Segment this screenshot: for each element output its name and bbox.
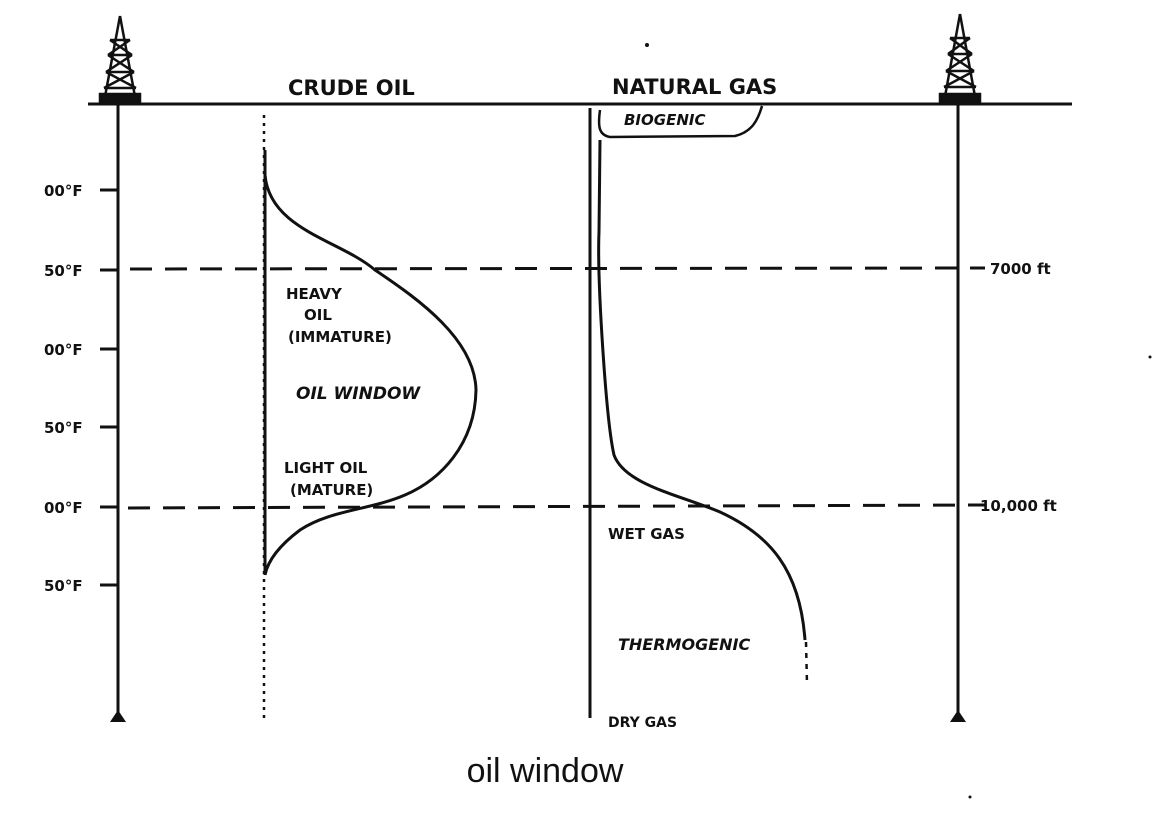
biogenic-gas-label: BIOGENIC xyxy=(624,111,705,129)
temperature-tick-marks xyxy=(100,188,118,587)
right-well-base-icon xyxy=(950,710,966,722)
scan-speck xyxy=(968,795,972,799)
light-oil-label: LIGHT OIL xyxy=(284,459,368,477)
temperature-tick-label: 00°F xyxy=(44,341,83,359)
thermogenic-gas-curve-tail xyxy=(804,641,809,685)
heavy-oil-label: OIL xyxy=(304,306,332,324)
oil-window-top-boundary xyxy=(129,266,986,271)
biogenic-gas-curve xyxy=(597,105,764,139)
heavy-oil-label: HEAVY xyxy=(286,285,343,303)
crude-oil-column-title: CRUDE OIL xyxy=(288,76,415,100)
scan-speck xyxy=(1148,355,1152,359)
thermogenic-gas-label: THERMOGENIC xyxy=(618,635,750,654)
wet-gas-label: WET GAS xyxy=(608,525,685,543)
temperature-tick-label: 50°F xyxy=(44,419,83,437)
left-well-base-icon xyxy=(110,710,126,722)
depth-marker-label: 7000 ft xyxy=(990,260,1051,278)
oil-window-bottom-boundary xyxy=(127,503,986,510)
scan-speck xyxy=(645,43,649,47)
natural-gas-column-title: NATURAL GAS xyxy=(612,75,777,99)
oil-window-label: OIL WINDOW xyxy=(296,384,421,404)
temperature-tick-label: 50°F xyxy=(44,262,83,280)
temperature-tick-label: 50°F xyxy=(44,577,83,595)
thermogenic-gas-curve xyxy=(597,139,807,641)
diagram-caption: oil window xyxy=(466,752,624,790)
right-derrick-icon xyxy=(938,13,982,104)
light-oil-label: (MATURE) xyxy=(290,481,373,499)
heavy-oil-label: (IMMATURE) xyxy=(288,328,392,346)
dry-gas-label: DRY GAS xyxy=(608,715,677,731)
crude-oil-generation-curve xyxy=(263,174,478,576)
depth-marker-label: 10,000 ft xyxy=(980,497,1057,515)
left-derrick-icon xyxy=(98,15,142,104)
temperature-tick-label: 00°F xyxy=(44,499,83,517)
temperature-tick-label: 00°F xyxy=(44,182,83,200)
